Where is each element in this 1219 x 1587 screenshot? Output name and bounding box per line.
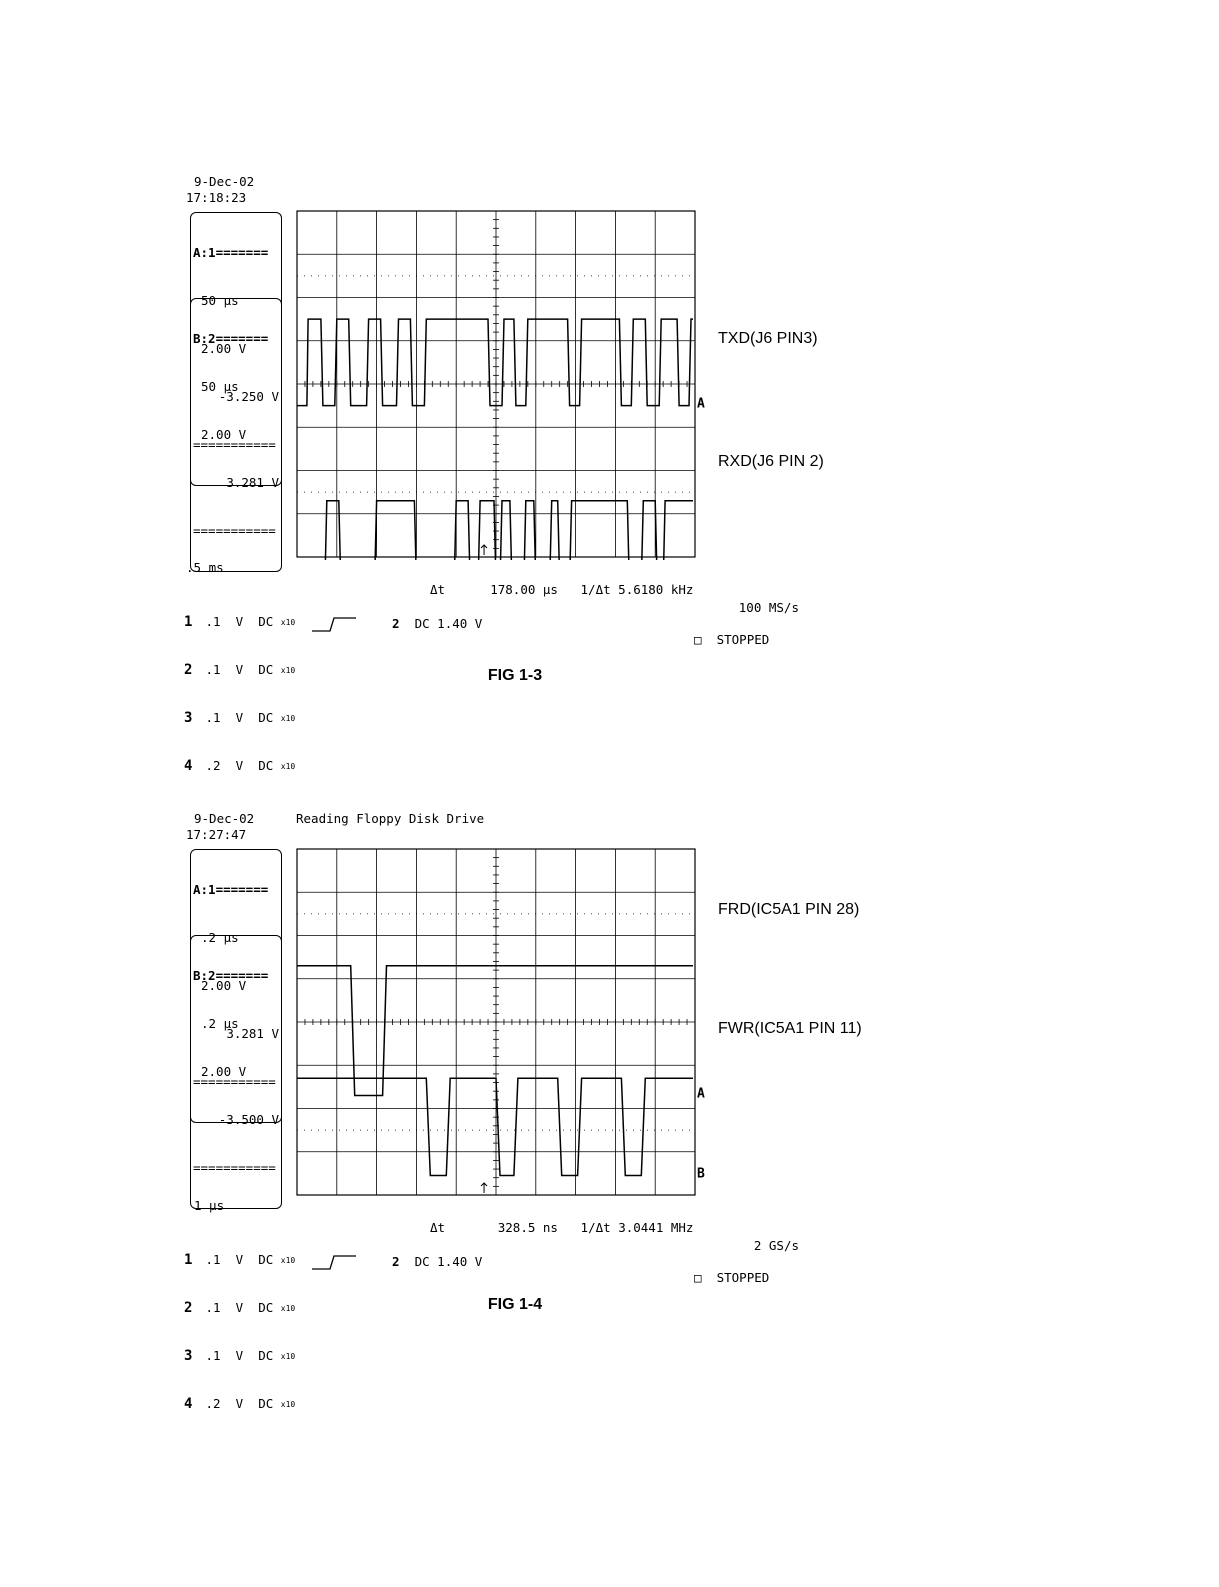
oscilloscope-capture-1: 9-Dec-02 17:18:23 A:1======= 50 µs 2.00 … bbox=[0, 170, 1219, 774]
scope-grid: AB bbox=[296, 210, 705, 560]
stop-square-icon: □ bbox=[694, 632, 702, 647]
channel-b-id: B:2======= bbox=[193, 968, 269, 983]
capture-time: 17:18:23 bbox=[186, 190, 247, 205]
trace-b bbox=[324, 500, 693, 560]
trigger-readout: 2 DC 1.40 V bbox=[392, 1254, 483, 1269]
channel-a-offset: 3.281 V bbox=[226, 1026, 279, 1041]
scope-grid: AB bbox=[296, 848, 705, 1196]
timebase-readout: 1 µs bbox=[194, 1198, 225, 1213]
channel-a-timebase: 50 µs bbox=[201, 293, 239, 308]
channel-b-box: B:2======= 50 µs 2.00 V 3.281 V ========… bbox=[190, 298, 282, 572]
delta-t-readout: Δt 328.5 ns 1/Δt 3.0441 MHz bbox=[430, 1220, 694, 1235]
channel-a-volts: 2.00 V bbox=[201, 978, 247, 993]
channel-b-timebase: 50 µs bbox=[201, 379, 239, 394]
channel-setting-row: 4 .2 V DC x10 bbox=[184, 758, 296, 774]
channel-b-divider: =========== bbox=[193, 523, 276, 538]
trigger-edge-icon bbox=[312, 617, 356, 632]
channel-setting-row: 1 .1 V DC x10 bbox=[184, 614, 296, 630]
channel-marker-a: A bbox=[697, 1087, 705, 1102]
trace-b bbox=[297, 1077, 693, 1177]
channel-b-box: B:2======= .2 µs 2.00 V -3.500 V =======… bbox=[190, 935, 282, 1209]
channel-b-offset: -3.500 V bbox=[218, 1112, 279, 1127]
timebase-readout: .5 ms bbox=[186, 560, 224, 575]
capture-date: 9-Dec-02 bbox=[194, 174, 255, 189]
channel-b-volts: 2.00 V bbox=[201, 1064, 247, 1079]
channel-setting-row: 3 .1 V DC x10 bbox=[184, 1348, 296, 1364]
acquisition-state: □ STOPPED bbox=[694, 1270, 770, 1285]
channel-setting-row: 2 .1 V DC x10 bbox=[184, 662, 296, 678]
stop-square-icon: □ bbox=[694, 1270, 702, 1285]
channel-setting-row: 2 .1 V DC x10 bbox=[184, 1300, 296, 1316]
trace-label-a: TXD(J6 PIN3) bbox=[718, 330, 818, 347]
trace-label-b: RXD(J6 PIN 2) bbox=[718, 453, 824, 470]
trigger-arrow-icon bbox=[480, 544, 488, 555]
channel-a-offset: -3.250 V bbox=[218, 389, 279, 404]
channel-b-divider: =========== bbox=[193, 1160, 276, 1175]
delta-t-readout: Δt 178.00 µs 1/Δt 5.6180 kHz bbox=[430, 582, 694, 597]
channel-settings-list: 1 .1 V DC x10 2 .1 V DC x10 3 .1 V DC x1… bbox=[184, 1220, 295, 1444]
channel-setting-row: 3 .1 V DC x10 bbox=[184, 710, 296, 726]
channel-b-id: B:2======= bbox=[193, 331, 269, 346]
trigger-edge-icon bbox=[312, 1255, 356, 1270]
trigger-readout: 2 DC 1.40 V bbox=[392, 616, 483, 631]
channel-settings-list: 1 .1 V DC x10 2 .1 V DC x10 3 .1 V DC x1… bbox=[184, 582, 295, 806]
trace-label-a: FRD(IC5A1 PIN 28) bbox=[718, 901, 860, 918]
channel-a-box: A:1======= .2 µs 2.00 V 3.281 V ========… bbox=[190, 849, 282, 1123]
channel-b-offset: 3.281 V bbox=[226, 475, 279, 490]
channel-setting-row: 4 .2 V DC x10 bbox=[184, 1396, 296, 1412]
sample-rate: 2 GS/s bbox=[753, 1238, 799, 1253]
channel-b-volts: 2.00 V bbox=[201, 427, 247, 442]
capture-date: 9-Dec-02 bbox=[194, 811, 255, 826]
channel-a-timebase: .2 µs bbox=[201, 930, 239, 945]
capture-time: 17:27:47 bbox=[186, 827, 247, 842]
oscilloscope-capture-2: 9-Dec-02 Reading Floppy Disk Drive 17:27… bbox=[0, 811, 1219, 1412]
trigger-arrow-icon bbox=[480, 1182, 488, 1193]
channel-a-divider: =========== bbox=[193, 1074, 276, 1089]
trace-a bbox=[297, 965, 693, 1097]
acquisition-state: □ STOPPED bbox=[694, 632, 770, 647]
channel-a-id: A:1======= bbox=[193, 245, 269, 260]
capture-title: Reading Floppy Disk Drive bbox=[296, 811, 485, 826]
trace-a bbox=[297, 318, 693, 407]
channel-a-volts: 2.00 V bbox=[201, 341, 247, 356]
channel-setting-row: 1 .1 V DC x10 bbox=[184, 1252, 296, 1268]
figure-caption: FIG 1-4 bbox=[487, 1296, 543, 1313]
channel-a-id: A:1======= bbox=[193, 882, 269, 897]
channel-marker-b: B bbox=[697, 1167, 705, 1182]
channel-b-timebase: .2 µs bbox=[201, 1016, 239, 1031]
sample-rate: 100 MS/s bbox=[738, 600, 799, 615]
trace-label-b: FWR(IC5A1 PIN 11) bbox=[718, 1020, 862, 1037]
channel-a-divider: =========== bbox=[193, 437, 276, 452]
figure-caption: FIG 1-3 bbox=[487, 667, 543, 684]
channel-marker-a: A bbox=[697, 397, 705, 412]
